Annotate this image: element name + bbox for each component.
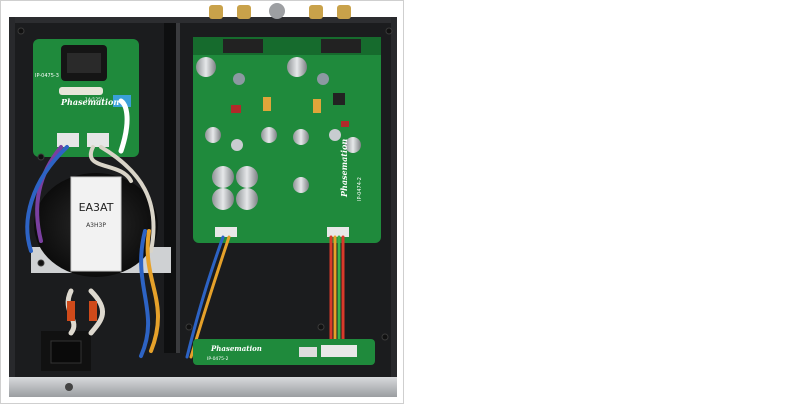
- main-board-part-no: IP-0474-2: [357, 177, 363, 201]
- divider-wall: [164, 23, 177, 353]
- main-board-brand: Phasemation: [339, 139, 349, 198]
- transformer-label-line2: A3H3P: [86, 222, 106, 229]
- front-panel: [9, 377, 397, 397]
- bottom-board: Phasemation IP-0475-2: [193, 339, 375, 365]
- screws: [17, 27, 393, 341]
- main-board: Phasemation IP-0474-2: [193, 37, 381, 243]
- fuse: [59, 87, 103, 95]
- power-board: IP-0475-3 Phasemation 1A/125V: [33, 39, 139, 157]
- amplifier-photo: IP-0475-3 Phasemation 1A/125V EA3AT A3H3…: [0, 0, 404, 404]
- bottom-board-brand: Phasemation: [210, 344, 262, 353]
- rear-jacks: [209, 3, 351, 19]
- power-board-part-no: IP-0475-3: [35, 73, 59, 79]
- amplifier-illustration: IP-0475-3 Phasemation 1A/125V EA3AT A3H3…: [9, 3, 397, 397]
- power-board-brand: Phasemation: [60, 97, 119, 107]
- transformer-label-line1: EA3AT: [79, 201, 114, 214]
- transformer-wires: [25, 98, 160, 358]
- fuse-rating: 1A/125V: [85, 97, 105, 103]
- bottom-board-part-no: IP-0475-2: [207, 356, 229, 362]
